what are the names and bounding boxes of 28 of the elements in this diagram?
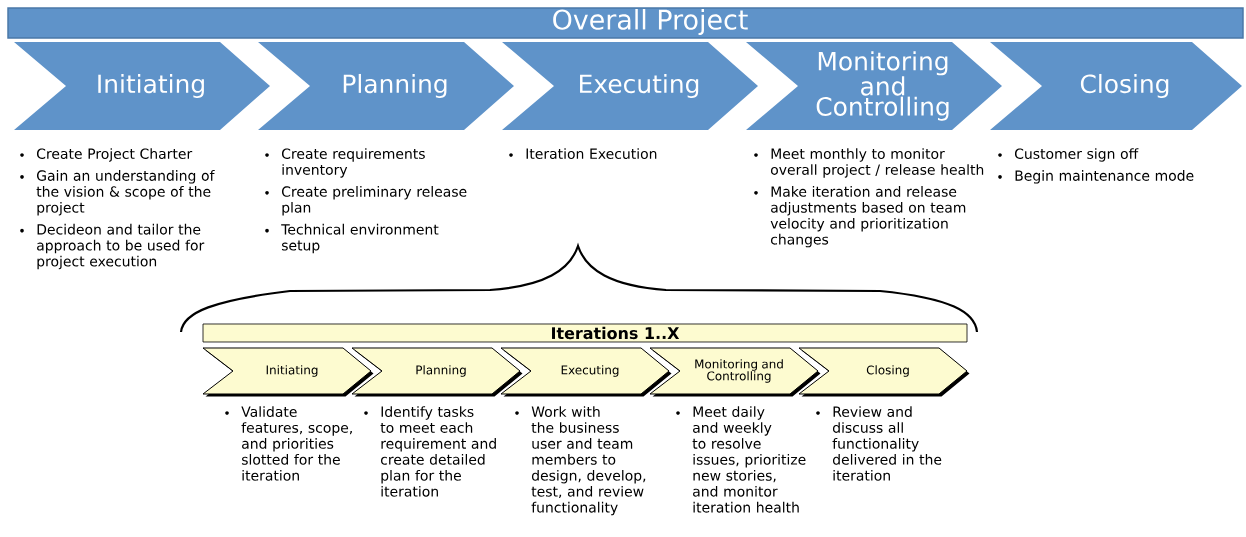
bullet-text: Meet monthly to monitor overall project / release health (770, 148, 984, 178)
bullet-text: Gain an understanding of the vision & scope of the project (36, 170, 215, 216)
bullet-text: Identify tasks to meet each requirement and create detailed plan for the iteration (380, 406, 496, 497)
title-banner: Overall Project (7, 7, 1244, 39)
bullet-text: Customer sign off (1015, 148, 1139, 162)
bullet-text: Create preliminary release plan (282, 186, 467, 216)
phase-band: Executing (502, 42, 758, 130)
bullet-text: Iteration Execution (526, 148, 657, 159)
bullet-text: Make iteration and release adjustments based on team velocity and prioritization changes (770, 186, 966, 248)
iteration-phase-band: Closing (798, 347, 970, 397)
bullet-text: Meet daily and weekly to resolve issues, prioritize new stories, and monitor iteration health (692, 406, 806, 513)
bullet-text: Decideon and tailor the approach to be used for project execution (37, 223, 205, 270)
bullet-text: Create requirements inventory (282, 148, 425, 178)
phase-band: Monitoring and Controlling (746, 42, 1002, 130)
iteration-phase-band: Monitoring and Controlling (649, 347, 821, 397)
iteration-phase-band: Initiating (202, 347, 374, 397)
bullet-text: Work with the business user and team members to design, develop, test, and review functionality (531, 406, 646, 516)
phase-band: Initiating (14, 42, 270, 130)
bullet-text: Create Project Charter (37, 148, 193, 162)
phase-band: Planning (258, 42, 514, 130)
iteration-phase-band: Executing (500, 347, 672, 397)
bullet-text: Validate features, scope, and priorities slotted for the iteration (241, 406, 352, 481)
iterations-banner: Iterations 1..X (202, 323, 968, 343)
bullet-text: Review and discuss all functionality delivered in the iteration (832, 406, 942, 481)
iteration-phase-band: Planning (351, 347, 523, 397)
bullet-text: Technical environment setup (281, 223, 439, 254)
bullet-text: Begin maintenance mode (1015, 170, 1194, 184)
phase-band: Closing (990, 42, 1242, 130)
